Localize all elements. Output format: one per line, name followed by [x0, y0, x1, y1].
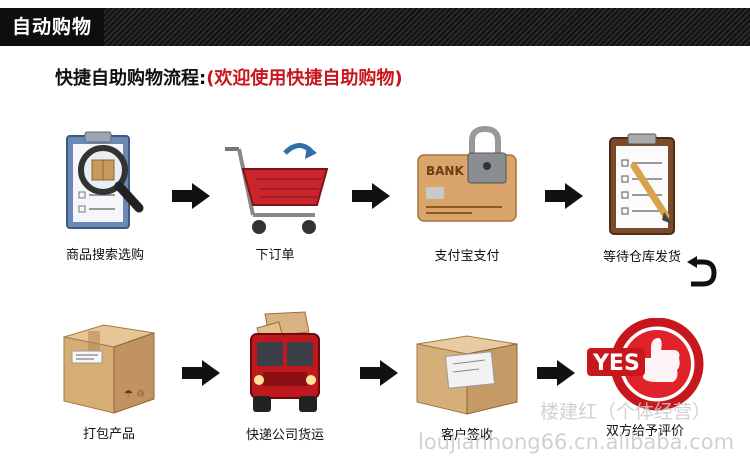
- arrow-right-icon: [360, 360, 398, 386]
- magnifier-clipboard-icon: [66, 131, 144, 229]
- delivery-truck-icon: [250, 311, 320, 412]
- arrow-right-icon: [545, 183, 583, 209]
- step-label: 客户签收: [440, 428, 493, 443]
- step-review[interactable]: YES 双方给予评价: [570, 318, 720, 439]
- cardboard-box-icon: ☂ ♲: [63, 324, 155, 414]
- header-title: 自动购物: [0, 8, 105, 46]
- arrow-right-icon: [172, 183, 210, 209]
- step-label: 下订单: [255, 248, 295, 263]
- bank-card-icon: BANK: [417, 125, 517, 222]
- step-label: 商品搜索选购: [65, 248, 144, 263]
- step-label: 快递公司货运: [245, 428, 324, 443]
- step-label: 打包产品: [82, 427, 135, 442]
- step-label: 等待仓库发货: [602, 250, 681, 265]
- step-pay[interactable]: BANK 支付宝支付: [392, 125, 542, 264]
- bank-text: BANK: [426, 164, 464, 178]
- clipboard-checklist-icon: [609, 133, 675, 235]
- heading-highlight: (欢迎使用快捷自助购物): [206, 68, 403, 89]
- step-pack[interactable]: ☂ ♲ 打包产品: [34, 317, 184, 442]
- step-label: 双方给予评价: [605, 424, 684, 439]
- page-title: 快捷自助购物流程:(欢迎使用快捷自助购物): [55, 64, 403, 90]
- arrow-right-icon: [537, 360, 575, 386]
- yes-text: YES: [592, 351, 640, 376]
- step-order[interactable]: 下订单: [200, 135, 350, 263]
- shopping-cart-icon: [225, 143, 329, 234]
- step-search[interactable]: 商品搜索选购: [30, 128, 180, 263]
- step-wait[interactable]: 等待仓库发货: [567, 130, 717, 265]
- svg-text:☂ ♲: ☂ ♲: [124, 389, 145, 400]
- yes-thumbs-up-icon: YES: [587, 318, 704, 411]
- step-receive[interactable]: 客户签收: [392, 330, 542, 443]
- arrow-right-icon: [182, 360, 220, 386]
- envelope-package-icon: [416, 335, 518, 415]
- step-label: 支付宝支付: [434, 249, 500, 264]
- watermark-url: loujianhong66.cn.alibaba.com: [418, 430, 735, 454]
- return-arrow-icon: [687, 256, 717, 287]
- header-bar: 自动购物: [0, 8, 750, 46]
- watermark-shop-name: 楼建红（个体经营）: [540, 401, 712, 423]
- step-ship[interactable]: 快递公司货运: [210, 310, 360, 443]
- heading-main: 快捷自助购物流程:: [55, 68, 207, 89]
- arrow-right-icon: [352, 183, 390, 209]
